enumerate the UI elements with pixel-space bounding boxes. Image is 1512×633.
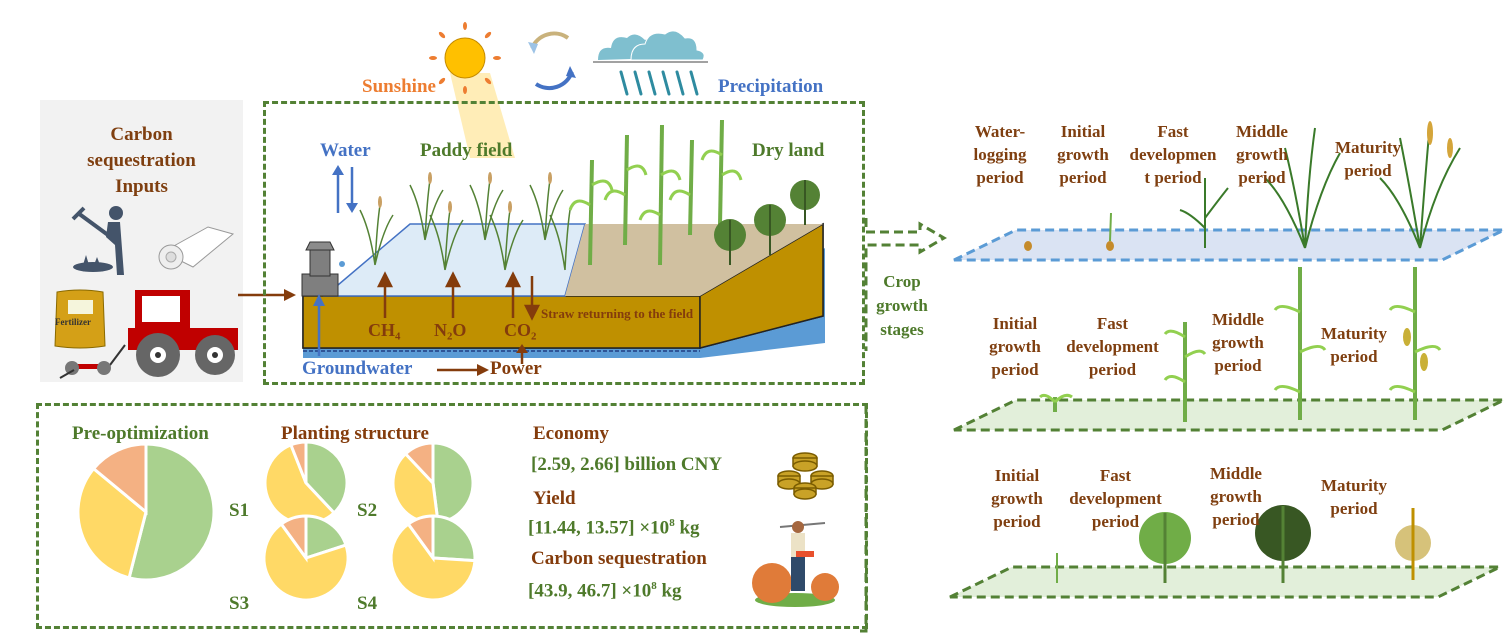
coins-icon	[777, 452, 834, 500]
paddy-field-label: Paddy field	[420, 140, 513, 161]
carbon-sequestration-label: Carbon sequestration	[531, 548, 707, 569]
corn-stage-plants	[1038, 267, 1442, 422]
pie-s1	[263, 440, 349, 526]
pie-s4	[389, 514, 477, 602]
corn-stage-plane	[953, 398, 1505, 432]
farmer-with-hoe-icon	[752, 521, 839, 607]
input-to-field-arrow	[238, 289, 296, 301]
groundwater-arrow	[313, 294, 325, 356]
pie-s3	[262, 514, 350, 602]
rice-stage-plane	[953, 228, 1505, 262]
yield-label: Yield	[533, 488, 576, 509]
pre-optimization-title: Pre-optimization	[72, 423, 209, 444]
dryland-corn-plants	[568, 119, 743, 266]
pie-slice-soybean	[288, 440, 308, 484]
pie-slice-corn	[389, 521, 477, 602]
optimization-results-panel	[36, 403, 868, 629]
scenario-label-s3: S3	[229, 593, 250, 614]
rice-stage-initial: Initial growth period	[1057, 122, 1109, 187]
fertilizer-label: Fertilizer	[55, 317, 91, 327]
plastic-film-roll-icon	[158, 226, 235, 270]
water-exchange-arrows	[332, 165, 358, 213]
scenario-label-s2: S2	[357, 500, 378, 521]
gas-n2o: N₂O	[434, 320, 467, 340]
yield-value: [11.44, 13.57] ×108 kg	[528, 517, 700, 539]
scenario-label-s4: S4	[357, 593, 378, 614]
pie-s2	[391, 441, 475, 525]
soybean-stage-plants	[1056, 505, 1431, 583]
groundwater-label: Groundwater	[302, 358, 413, 379]
dryland-soybean-plants	[714, 180, 820, 265]
corn-stage-initial: Initial growth period	[989, 314, 1041, 379]
power-label: Power	[490, 358, 542, 379]
corn-stage-maturity: Maturity period	[1320, 324, 1388, 366]
economy-value: [2.59, 2.66] billion CNY	[531, 454, 723, 475]
pie-slice-corn	[76, 466, 148, 580]
soybean-stage-initial: Initial growth period	[991, 466, 1043, 531]
gas-co2: CO₂	[504, 320, 537, 340]
farmer-hoeing-icon	[71, 206, 124, 275]
economy-label: Economy	[533, 423, 609, 444]
crop-growth-stages-label: Crop growth stages	[876, 272, 928, 339]
corn-stage-fast: Fast development period	[1066, 314, 1159, 379]
cycle-arrows-icon	[528, 31, 576, 90]
carbon-sequestration-value: [43.9, 46.7] ×108 kg	[528, 580, 682, 602]
planting-structure-pies	[76, 440, 477, 602]
scenario-label-s1: S1	[229, 500, 250, 521]
pie-slice-corn	[262, 521, 350, 602]
rice-stage-fast: Fast developmen t period	[1129, 122, 1217, 187]
pie-slice-soybean	[406, 514, 435, 563]
corn-stage-middle: Middle growth period	[1212, 310, 1264, 375]
planting-structure-title: Planting structure	[281, 423, 429, 444]
gas-ch4: CH₄	[368, 320, 401, 340]
water-label: Water	[320, 140, 371, 161]
pie-pre-optimization	[76, 442, 216, 582]
straw-returning-label: Straw returning to the field	[541, 306, 694, 321]
pie-slice-soybean	[91, 442, 148, 516]
soybean-stage-maturity: Maturity period	[1320, 476, 1388, 518]
pie-slice-soybean	[279, 514, 308, 563]
field-block	[302, 222, 825, 358]
sunshine-label: Sunshine	[362, 76, 436, 97]
groundwater-to-power-arrow	[437, 364, 489, 376]
pie-slice-soybean	[403, 441, 435, 487]
soybean-stage-fast: Fast development period	[1069, 466, 1162, 531]
fertilizer-bag-icon	[54, 289, 106, 349]
water-pump-icon	[301, 241, 345, 297]
pie-slice-rice	[431, 441, 475, 525]
precipitation-label: Precipitation	[718, 76, 824, 97]
sun-icon	[429, 22, 515, 158]
pie-slice-rice	[431, 514, 477, 563]
rain-cloud-icon	[593, 30, 708, 96]
field-system-panel	[263, 101, 865, 385]
pie-slice-rice	[127, 442, 216, 582]
soybean-stage-middle: Middle growth period	[1210, 464, 1262, 529]
dry-land-label: Dry land	[752, 140, 825, 161]
co2-power-arrow	[516, 344, 528, 364]
gas-emission-arrows	[376, 271, 541, 321]
paddy-rice-plants	[359, 172, 571, 271]
rice-stage-maturity: Maturity period	[1334, 138, 1402, 180]
rice-stage-middle: Middle growth period	[1236, 122, 1288, 187]
rice-stage-plants	[1024, 121, 1461, 251]
soybean-stage-plane	[949, 565, 1501, 599]
rice-stage-waterlogging: Water- logging period	[973, 122, 1027, 187]
inputs-title: Carbon sequestration Inputs	[87, 124, 196, 197]
tractor-icon	[59, 290, 238, 379]
pie-slice-rice	[304, 440, 349, 516]
